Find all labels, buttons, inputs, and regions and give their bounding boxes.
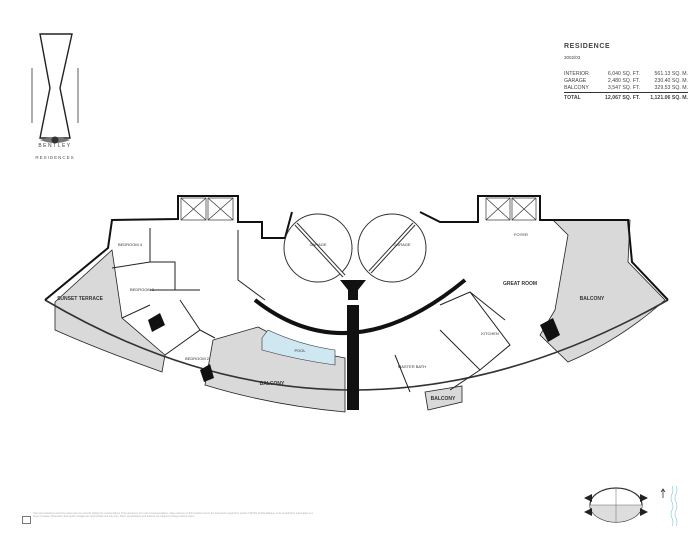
row-sqft: 3,547 SQ. FT. [607,84,640,91]
row-sqm: 329.53 SQ. M. [654,84,688,91]
room-label-pool: POOL [294,348,306,353]
elevator-left [180,197,234,221]
total-sqft: 12,067 SQ. FT. [595,91,640,102]
row-sqft: 2,480 SQ. FT. [607,77,640,84]
sunset-terrace-area [54,249,166,373]
row-label: INTERIOR [564,70,589,77]
row-sqm: 230.40 SQ. M. [654,77,688,84]
room-label-great-room: GREAT ROOM [503,281,537,287]
north-arrow-icon [660,488,666,498]
room-label-foyer: FOYER [514,232,528,237]
row-label: BALCONY [564,84,589,91]
central-core [340,280,366,410]
bentley-logo-mark [31,33,79,144]
brand-subtitle: RESIDENCES [35,155,75,160]
room-label-balcony: BALCONY [580,296,605,302]
garage-right: GARAGE [357,213,427,283]
row-sqft: 6,040 SQ. FT. [607,70,640,77]
room-label-garage: GARAGE [393,242,410,247]
total-sqm: 1,121.06 SQ. M. [639,91,688,102]
interior-walls [111,228,511,393]
equal-housing-icon [22,516,31,524]
table-row: BALCONY 3,547 SQ. FT. 329.53 SQ. M. [564,84,688,92]
room-label-balcony: BALCONY [260,381,285,387]
row-label: GARAGE [564,77,587,84]
room-label-bedroom: BEDROOM 4 [118,242,143,247]
legal-disclaimer: Oral representations cannot be relied up… [33,512,313,518]
table-row: GARAGE 2,480 SQ. FT. 230.40 SQ. M. [564,77,688,84]
room-label-balcony: BALCONY [431,396,456,402]
key-plan [584,485,678,527]
room-label-kitchen: KITCHEN [481,331,499,336]
row-sqm: 561.13 SQ. M. [654,70,688,77]
courtyard-wall [253,278,467,336]
garage-left: GARAGE [283,213,353,283]
residence-unit: 3002/03 [564,55,581,60]
room-label-bedroom: BEDROOM 2 [185,356,210,361]
room-label-bedroom: BEDROOM 3 [130,287,155,292]
elevator-right [485,197,537,221]
pool [261,329,336,366]
room-label-sunset-terrace: SUNSET TERRACE [57,296,104,302]
area-table: INTERIOR 6,040 SQ. FT. 561.13 SQ. M. GARAG… [564,70,688,102]
total-label: TOTAL [564,91,596,102]
balcony-small-area [424,385,463,411]
residence-title: RESIDENCE [564,43,611,50]
room-label-garage: GARAGE [309,242,326,247]
water-icon [670,485,678,527]
brand-name: BENTLEY [38,143,72,149]
table-row: INTERIOR 6,040 SQ. FT. 561.13 SQ. M. [564,70,688,77]
room-label-master-bath: MASTER BATH [398,364,426,369]
balcony-east-area [539,219,666,363]
building-outline [44,195,669,301]
residence-info: RESIDENCE 3002/03 INTERIOR 6,040 SQ. FT. 5… [564,43,688,102]
